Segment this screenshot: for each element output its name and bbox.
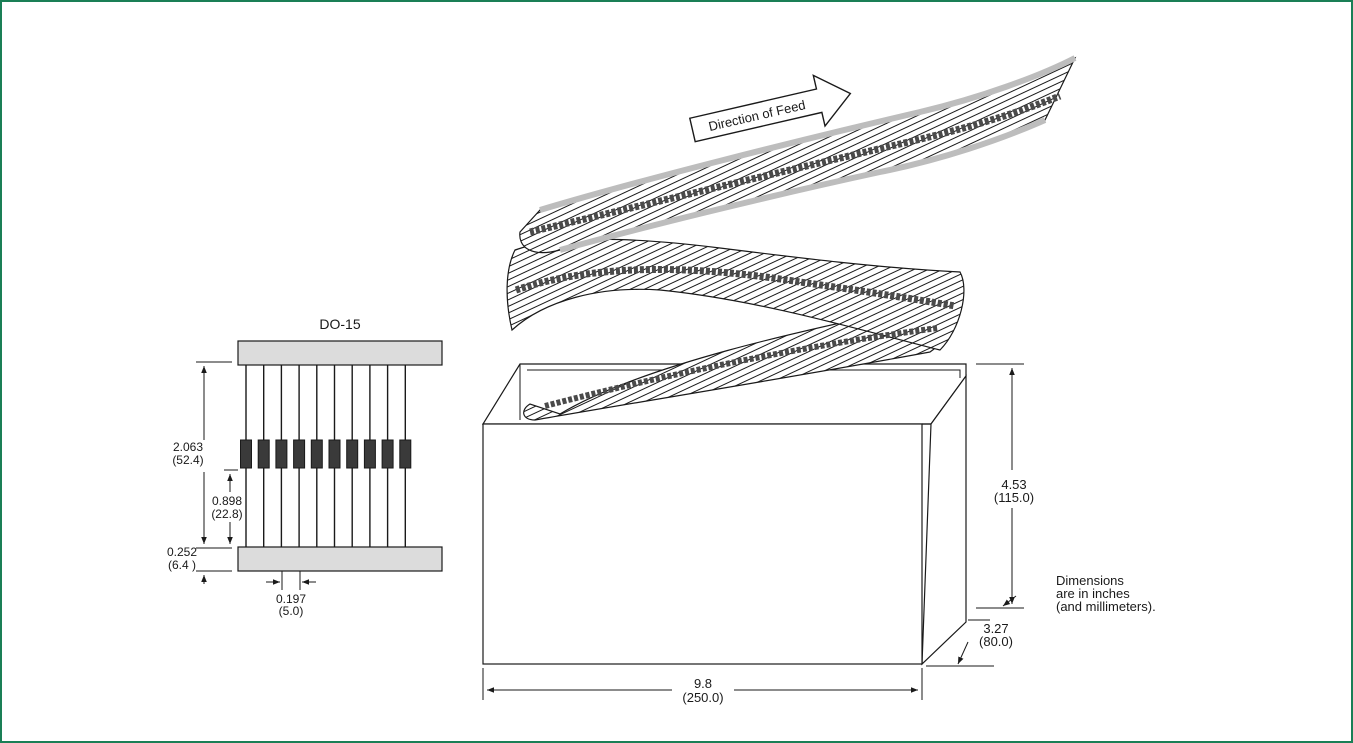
top-tape xyxy=(237,340,443,366)
tape-fold-middle xyxy=(506,238,965,351)
package-label: DO-15 xyxy=(319,316,360,332)
dim-arrow xyxy=(957,641,969,665)
box-width-dimension: 9.8 (250.0) xyxy=(482,668,923,705)
dim-arrow xyxy=(1002,595,1017,607)
tape-width-mm: (6.4 ) xyxy=(168,558,196,572)
diode-body xyxy=(240,439,252,469)
box-width-mm: (250.0) xyxy=(682,690,723,705)
note-line: Dimensions xyxy=(1056,573,1124,588)
box-side xyxy=(921,374,967,666)
diode-body xyxy=(381,439,394,469)
tape-edge xyxy=(539,55,1077,213)
component-band xyxy=(514,266,956,310)
diode-body xyxy=(293,439,306,469)
fan-fold-tape xyxy=(506,55,1077,421)
bottom-tape xyxy=(237,546,443,572)
box-depth-in: 3.27 xyxy=(983,621,1008,636)
feed-arrow-shape xyxy=(688,74,852,143)
diode-body xyxy=(399,439,412,469)
box-height-mm: (115.0) xyxy=(994,490,1034,505)
diode-body xyxy=(310,439,323,469)
lead-span-in: 2.063 xyxy=(173,440,203,454)
component-band xyxy=(529,92,1062,236)
tape-width-in: 0.252 xyxy=(167,545,197,559)
box-depth-dimension: 3.27 (80.0) xyxy=(926,595,1017,667)
diode-body xyxy=(363,439,376,469)
do15-tape-diagram: DO-15 2.063 (52.4) 0.898 (22.8) 0.252 (6… xyxy=(167,316,443,618)
ammo-box-front xyxy=(482,374,967,666)
note-line: are in inches xyxy=(1056,586,1130,601)
diode-body xyxy=(346,439,359,469)
box-front xyxy=(482,423,923,665)
box-height-in: 4.53 xyxy=(1001,477,1026,492)
body-to-tape-mm: (22.8) xyxy=(211,507,242,521)
box-depth-mm: (80.0) xyxy=(979,634,1013,649)
ammo-box xyxy=(481,363,967,425)
diode-components xyxy=(240,365,412,547)
lead-span-mm: (52.4) xyxy=(172,453,203,467)
diode-body xyxy=(257,439,270,469)
diode-body xyxy=(275,439,288,469)
tape-fold-top xyxy=(519,56,1077,254)
note-line: (and millimeters). xyxy=(1056,599,1156,614)
body-to-tape-in: 0.898 xyxy=(212,494,242,508)
dimensions-note: Dimensions are in inches (and millimeter… xyxy=(1056,574,1156,613)
box-height-dimension: 4.53 (115.0) xyxy=(976,363,1034,609)
component-band xyxy=(544,325,939,409)
pitch-mm: (5.0) xyxy=(279,604,304,618)
diode-body xyxy=(328,439,341,469)
pitch-in: 0.197 xyxy=(276,592,306,606)
tape-edge xyxy=(559,117,1047,253)
box-width-in: 9.8 xyxy=(694,676,712,691)
